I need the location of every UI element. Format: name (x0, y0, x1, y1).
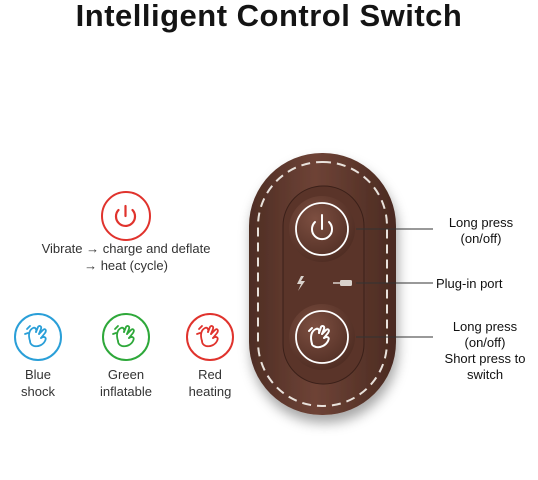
cycle-caption: Vibrate → charge and deflate → heat (cyc… (20, 240, 232, 274)
mode-callout-line3: Short press to (444, 351, 526, 366)
mode-red-caption: Red heating (172, 366, 248, 400)
mode-green-caption: Green inflatable (86, 366, 166, 400)
port-callout-line1: Plug-in port (436, 276, 503, 291)
mode-button-ring (295, 310, 349, 364)
massage-hand-icon (102, 313, 150, 361)
page-title: Intelligent Control Switch (75, 0, 463, 33)
cycle-caption-line2: → heat (cycle) (84, 258, 168, 273)
power-icon (101, 191, 151, 241)
mode-callout-line4: switch (466, 367, 504, 382)
massage-hand-icon (186, 313, 234, 361)
power-button-ring (295, 202, 349, 256)
mode-callout-line2: (on/off) (464, 335, 506, 350)
power-callout-line1: Long press (448, 215, 514, 230)
mode-callout-line1: Long press (452, 319, 518, 334)
mode-green-line1: Green (107, 367, 145, 382)
mode-callout: Long press (on/off) Short press to switc… (432, 319, 538, 383)
device-stitching (257, 161, 388, 407)
mode-blue-line1: Blue (24, 367, 52, 382)
mode-green-line2: inflatable (99, 384, 153, 399)
massage-hand-icon (308, 324, 330, 349)
port-callout: Plug-in port (436, 276, 526, 292)
mode-button[interactable] (289, 304, 355, 370)
mode-blue-caption: Blue shock (0, 366, 76, 400)
power-callout: Long press (on/off) (436, 215, 526, 247)
massage-hand-icon (14, 313, 62, 361)
cycle-caption-line1: Vibrate → charge and deflate (41, 241, 211, 256)
mode-red-line1: Red (198, 367, 222, 382)
mode-red-line2: heating (188, 384, 232, 399)
lightning-icon (297, 276, 305, 291)
power-icon (311, 214, 333, 241)
mode-blue-line2: shock (21, 384, 55, 399)
power-callout-line2: (on/off) (460, 231, 502, 246)
usb-cable-icon (333, 280, 352, 286)
